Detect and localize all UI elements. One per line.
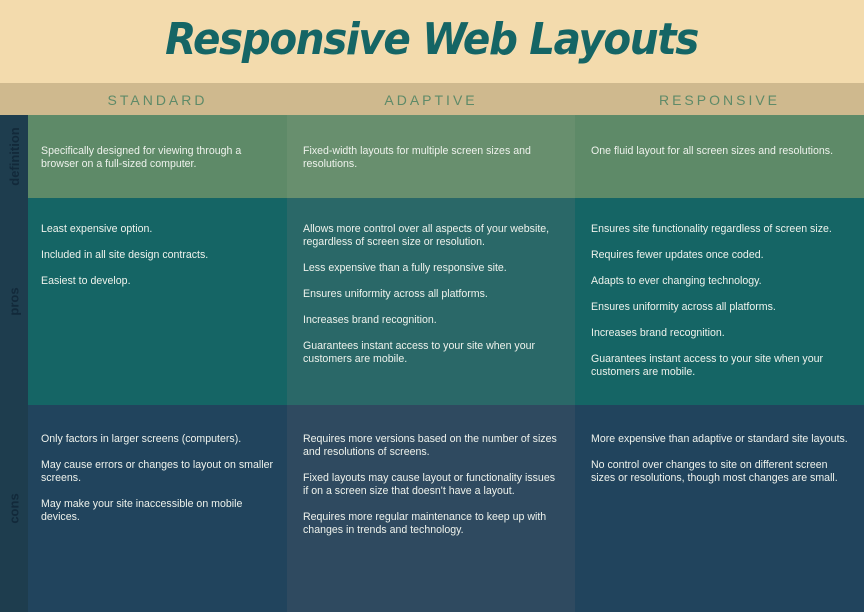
list-item: Fixed layouts may cause layout or functi… [303,472,556,497]
row-label-text: definition [6,127,22,186]
list-item: May cause errors or changes to layout on… [41,459,273,484]
list-item: Allows more control over all aspects of … [303,223,550,248]
cell-cons-standard: Only factors in larger screens (computer… [28,405,287,612]
list-item: Guarantees instant access to your site w… [303,340,536,365]
cell-pros-standard: Least expensive option. Included in all … [28,198,287,405]
list-item: Ensures site functionality regardless of… [591,223,832,235]
list-item: Increases brand recognition. [591,327,725,339]
cell-definition-standard: Specifically designed for viewing throug… [28,115,287,198]
list-item: Ensures uniformity across all platforms. [591,301,776,313]
row-label-text: pros [6,287,22,316]
column-header-adaptive: ADAPTIVE [384,92,478,108]
row-label-column [0,115,28,612]
list-item: Adapts to ever changing technology. [591,275,762,287]
row-label-text: cons [6,493,22,524]
column-header-standard: STANDARD [107,92,208,108]
cell-text: One fluid layout for all screen sizes an… [591,145,834,157]
column-header-responsive: RESPONSIVE [658,92,781,108]
list-item: Easiest to develop. [41,275,131,287]
title-banner: Responsive Web Layouts [0,0,864,83]
cell-definition-adaptive: Fixed-width layouts for multiple screen … [287,115,575,198]
list-item: Requires fewer updates once coded. [591,249,764,261]
list-item: Least expensive option. [41,223,153,235]
list-item: Requires more regular maintenance to kee… [303,511,547,536]
cell-cons-responsive: More expensive than adaptive or standard… [575,405,864,612]
cell-text: Fixed-width layouts for multiple screen … [303,145,531,170]
column-header-band: STANDARD ADAPTIVE RESPONSIVE [0,83,864,115]
list-item: No control over changes to site on diffe… [591,459,838,484]
list-item: More expensive than adaptive or standard… [591,433,848,445]
list-item: Guarantees instant access to your site w… [591,353,824,378]
cell-text: Specifically designed for viewing throug… [41,145,242,170]
list-item: Included in all site design contracts. [41,249,209,261]
list-item: Ensures uniformity across all platforms. [303,288,488,300]
list-item: Only factors in larger screens (computer… [41,433,242,445]
row-label-definition: definition [0,115,28,198]
list-item: Less expensive than a fully responsive s… [303,262,507,274]
list-item: Requires more versions based on the numb… [303,433,557,458]
cell-cons-adaptive: Requires more versions based on the numb… [287,405,575,612]
row-label-cons: cons [0,405,28,612]
cell-pros-adaptive: Allows more control over all aspects of … [287,198,575,405]
cell-definition-responsive: One fluid layout for all screen sizes an… [575,115,864,198]
cell-pros-responsive: Ensures site functionality regardless of… [575,198,864,405]
row-label-pros: pros [0,198,28,405]
list-item: May make your site inaccessible on mobil… [41,498,243,523]
page-title: Responsive Web Layouts [165,14,700,65]
list-item: Increases brand recognition. [303,314,437,326]
